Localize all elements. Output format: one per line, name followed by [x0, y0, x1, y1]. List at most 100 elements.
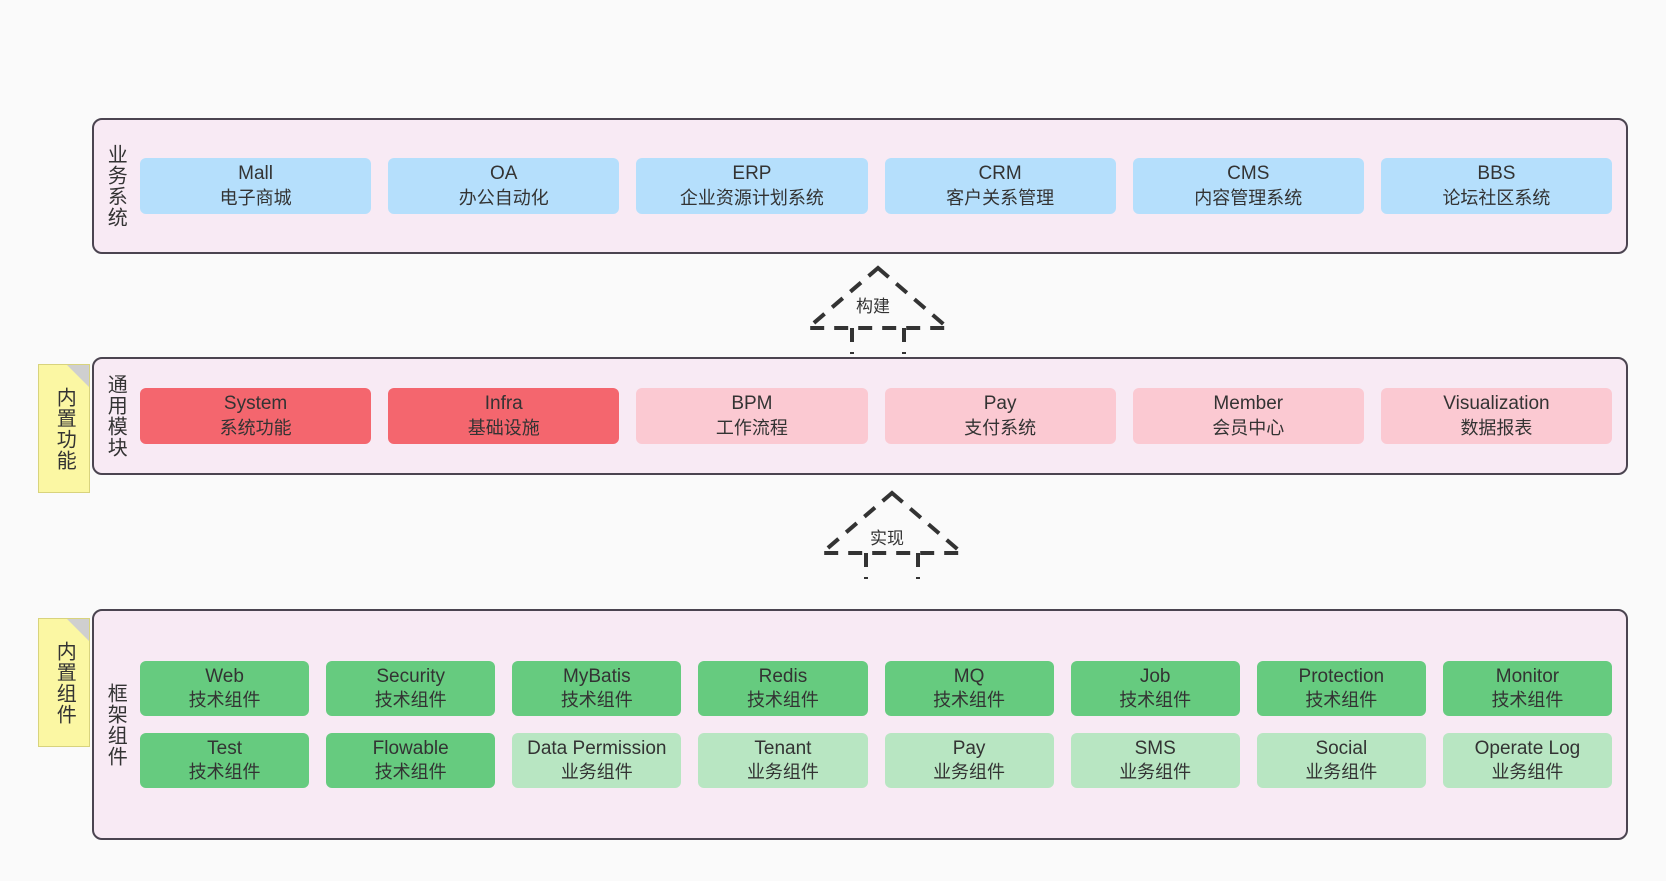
node-title: Security: [376, 665, 445, 687]
node-subtitle: 技术组件: [374, 762, 447, 783]
node-crm[interactable]: CRM 客户关系管理: [884, 158, 1116, 214]
node-security[interactable]: Security 技术组件: [326, 660, 496, 716]
node-infra[interactable]: Infra 基础设施: [388, 388, 620, 444]
node-subtitle: 技术组件: [746, 689, 819, 710]
note-builtin-function: 内置功能: [38, 364, 90, 493]
layer-business-system: 业务系统 Mall 电子商城 OA 办公自动化 ERP 企业资源计划系统 CRM…: [92, 118, 1628, 254]
node-bbs[interactable]: BBS 论坛社区系统: [1380, 158, 1613, 214]
connector-implement-arrow: [814, 489, 970, 579]
layer-common-module-label: 通用模块: [104, 374, 127, 458]
node-cms[interactable]: CMS 内容管理系统: [1132, 158, 1364, 214]
node-title: Member: [1213, 393, 1284, 415]
node-subtitle: 论坛社区系统: [1442, 187, 1551, 208]
node-subtitle: 系统功能: [219, 417, 292, 438]
node-protection[interactable]: Protection 技术组件: [1256, 660, 1426, 716]
node-title: Job: [1139, 665, 1171, 687]
node-subtitle: 业务组件: [560, 762, 633, 783]
node-system[interactable]: System 系统功能: [140, 388, 372, 444]
layer-business-system-label: 业务系统: [104, 144, 127, 228]
node-pay-biz[interactable]: Pay 业务组件: [884, 733, 1054, 789]
node-subtitle: 技术组件: [933, 689, 1006, 710]
layer-framework-component: 框架组件 Web 技术组件 Security 技术组件 MyBatis 技术组件…: [92, 609, 1628, 840]
node-subtitle: 会员中心: [1212, 417, 1285, 438]
note-fold-icon: [67, 619, 89, 641]
node-member[interactable]: Member 会员中心: [1132, 388, 1364, 444]
node-subtitle: 技术组件: [1305, 689, 1378, 710]
node-subtitle: 企业资源计划系统: [679, 187, 824, 208]
layer-framework-component-body: Web 技术组件 Security 技术组件 MyBatis 技术组件 Redi…: [136, 611, 1626, 838]
node-subtitle: 技术组件: [560, 689, 633, 710]
node-title: Test: [207, 738, 242, 759]
note-builtin-function-label: 内置功能: [53, 386, 76, 471]
node-title: Pay: [983, 393, 1017, 415]
layer-common-module-body: System 系统功能 Infra 基础设施 BPM 工作流程 Pay 支付系统…: [136, 359, 1626, 473]
node-subtitle: 技术组件: [374, 689, 447, 710]
node-flowable[interactable]: Flowable 技术组件: [326, 733, 496, 789]
node-mall[interactable]: Mall 电子商城: [140, 158, 372, 214]
node-visualization[interactable]: Visualization 数据报表: [1380, 388, 1613, 444]
node-row: Mall 电子商城 OA 办公自动化 ERP 企业资源计划系统 CRM 客户关系…: [140, 158, 1613, 214]
node-title: Data Permission: [527, 738, 667, 759]
node-job[interactable]: Job 技术组件: [1070, 660, 1240, 716]
node-subtitle: 业务组件: [746, 762, 819, 783]
node-title: Operate Log: [1474, 738, 1581, 759]
node-title: OA: [490, 163, 518, 185]
node-title: Web: [205, 665, 244, 687]
layer-business-system-body: Mall 电子商城 OA 办公自动化 ERP 企业资源计划系统 CRM 客户关系…: [136, 120, 1626, 252]
node-subtitle: 技术组件: [188, 689, 261, 710]
node-subtitle: 基础设施: [467, 417, 540, 438]
node-mq[interactable]: MQ 技术组件: [884, 660, 1054, 716]
node-row: Web 技术组件 Security 技术组件 MyBatis 技术组件 Redi…: [140, 660, 1612, 716]
node-row: Test 技术组件 Flowable 技术组件 Data Permission …: [140, 733, 1612, 789]
node-tenant[interactable]: Tenant 业务组件: [698, 733, 868, 789]
node-erp[interactable]: ERP 企业资源计划系统: [636, 158, 868, 214]
node-redis[interactable]: Redis 技术组件: [698, 660, 868, 716]
node-title: MQ: [953, 665, 985, 687]
node-subtitle: 工作流程: [715, 417, 788, 438]
node-title: Infra: [484, 393, 523, 415]
node-operate-log[interactable]: Operate Log 业务组件: [1442, 733, 1612, 789]
node-title: Monitor: [1495, 665, 1560, 687]
node-title: CRM: [978, 163, 1022, 185]
node-data-permission[interactable]: Data Permission 业务组件: [512, 733, 682, 789]
node-subtitle: 支付系统: [964, 417, 1037, 438]
node-title: ERP: [732, 163, 772, 185]
note-builtin-component: 内置组件: [38, 618, 90, 747]
node-title: SMS: [1134, 738, 1176, 759]
layer-framework-component-label: 框架组件: [104, 682, 127, 767]
node-subtitle: 技术组件: [1119, 689, 1192, 710]
node-title: Visualization: [1443, 393, 1550, 415]
node-mybatis[interactable]: MyBatis 技术组件: [512, 660, 682, 716]
connector-build-arrow: [800, 264, 956, 354]
node-title: Pay: [952, 738, 986, 759]
node-pay[interactable]: Pay 支付系统: [884, 388, 1116, 444]
note-builtin-component-label: 内置组件: [53, 640, 76, 725]
node-title: Mall: [238, 163, 273, 185]
node-monitor[interactable]: Monitor 技术组件: [1442, 660, 1612, 716]
node-title: System: [223, 393, 288, 415]
node-subtitle: 业务组件: [1491, 762, 1564, 783]
node-title: MyBatis: [563, 665, 631, 687]
node-web[interactable]: Web 技术组件: [140, 660, 310, 716]
node-subtitle: 业务组件: [1305, 762, 1378, 783]
node-subtitle: 内容管理系统: [1194, 187, 1303, 208]
note-fold-icon: [67, 365, 89, 387]
layer-common-module: 通用模块 System 系统功能 Infra 基础设施 BPM 工作流程 Pay…: [92, 357, 1628, 475]
node-bpm[interactable]: BPM 工作流程: [636, 388, 868, 444]
node-title: Tenant: [754, 738, 812, 759]
connector-implement-label: 实现: [870, 529, 904, 548]
node-title: Flowable: [372, 738, 449, 759]
node-row: System 系统功能 Infra 基础设施 BPM 工作流程 Pay 支付系统…: [140, 388, 1613, 444]
node-title: CMS: [1227, 163, 1270, 185]
node-oa[interactable]: OA 办公自动化: [388, 158, 620, 214]
node-subtitle: 技术组件: [1491, 689, 1564, 710]
node-test[interactable]: Test 技术组件: [140, 733, 310, 789]
node-title: BBS: [1477, 163, 1516, 185]
node-subtitle: 业务组件: [1119, 762, 1192, 783]
node-sms[interactable]: SMS 业务组件: [1070, 733, 1240, 789]
node-subtitle: 办公自动化: [458, 187, 549, 208]
node-subtitle: 电子商城: [219, 187, 292, 208]
node-social[interactable]: Social 业务组件: [1256, 733, 1426, 789]
node-subtitle: 客户关系管理: [946, 187, 1055, 208]
